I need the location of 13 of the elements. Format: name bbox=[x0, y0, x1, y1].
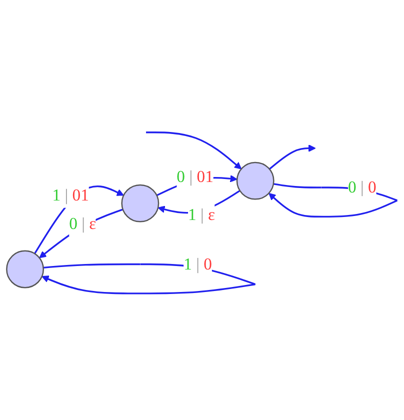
edge-label: 0 | ε bbox=[69, 214, 96, 233]
edge-label: 0 | 01 bbox=[176, 168, 214, 186]
edge-label: 1 | 0 bbox=[184, 255, 212, 274]
edge-label: 1 | 01 bbox=[52, 186, 89, 205]
edge-label: 1 | ε bbox=[188, 206, 216, 224]
arrow bbox=[34, 186, 124, 254]
node-circle bbox=[121, 184, 160, 222]
node-circle bbox=[236, 162, 274, 200]
arrow bbox=[146, 132, 242, 170]
node-circle bbox=[6, 250, 44, 288]
arrow bbox=[39, 208, 124, 258]
arrow bbox=[268, 144, 316, 170]
edge-label: 0 | 0 bbox=[348, 178, 376, 197]
